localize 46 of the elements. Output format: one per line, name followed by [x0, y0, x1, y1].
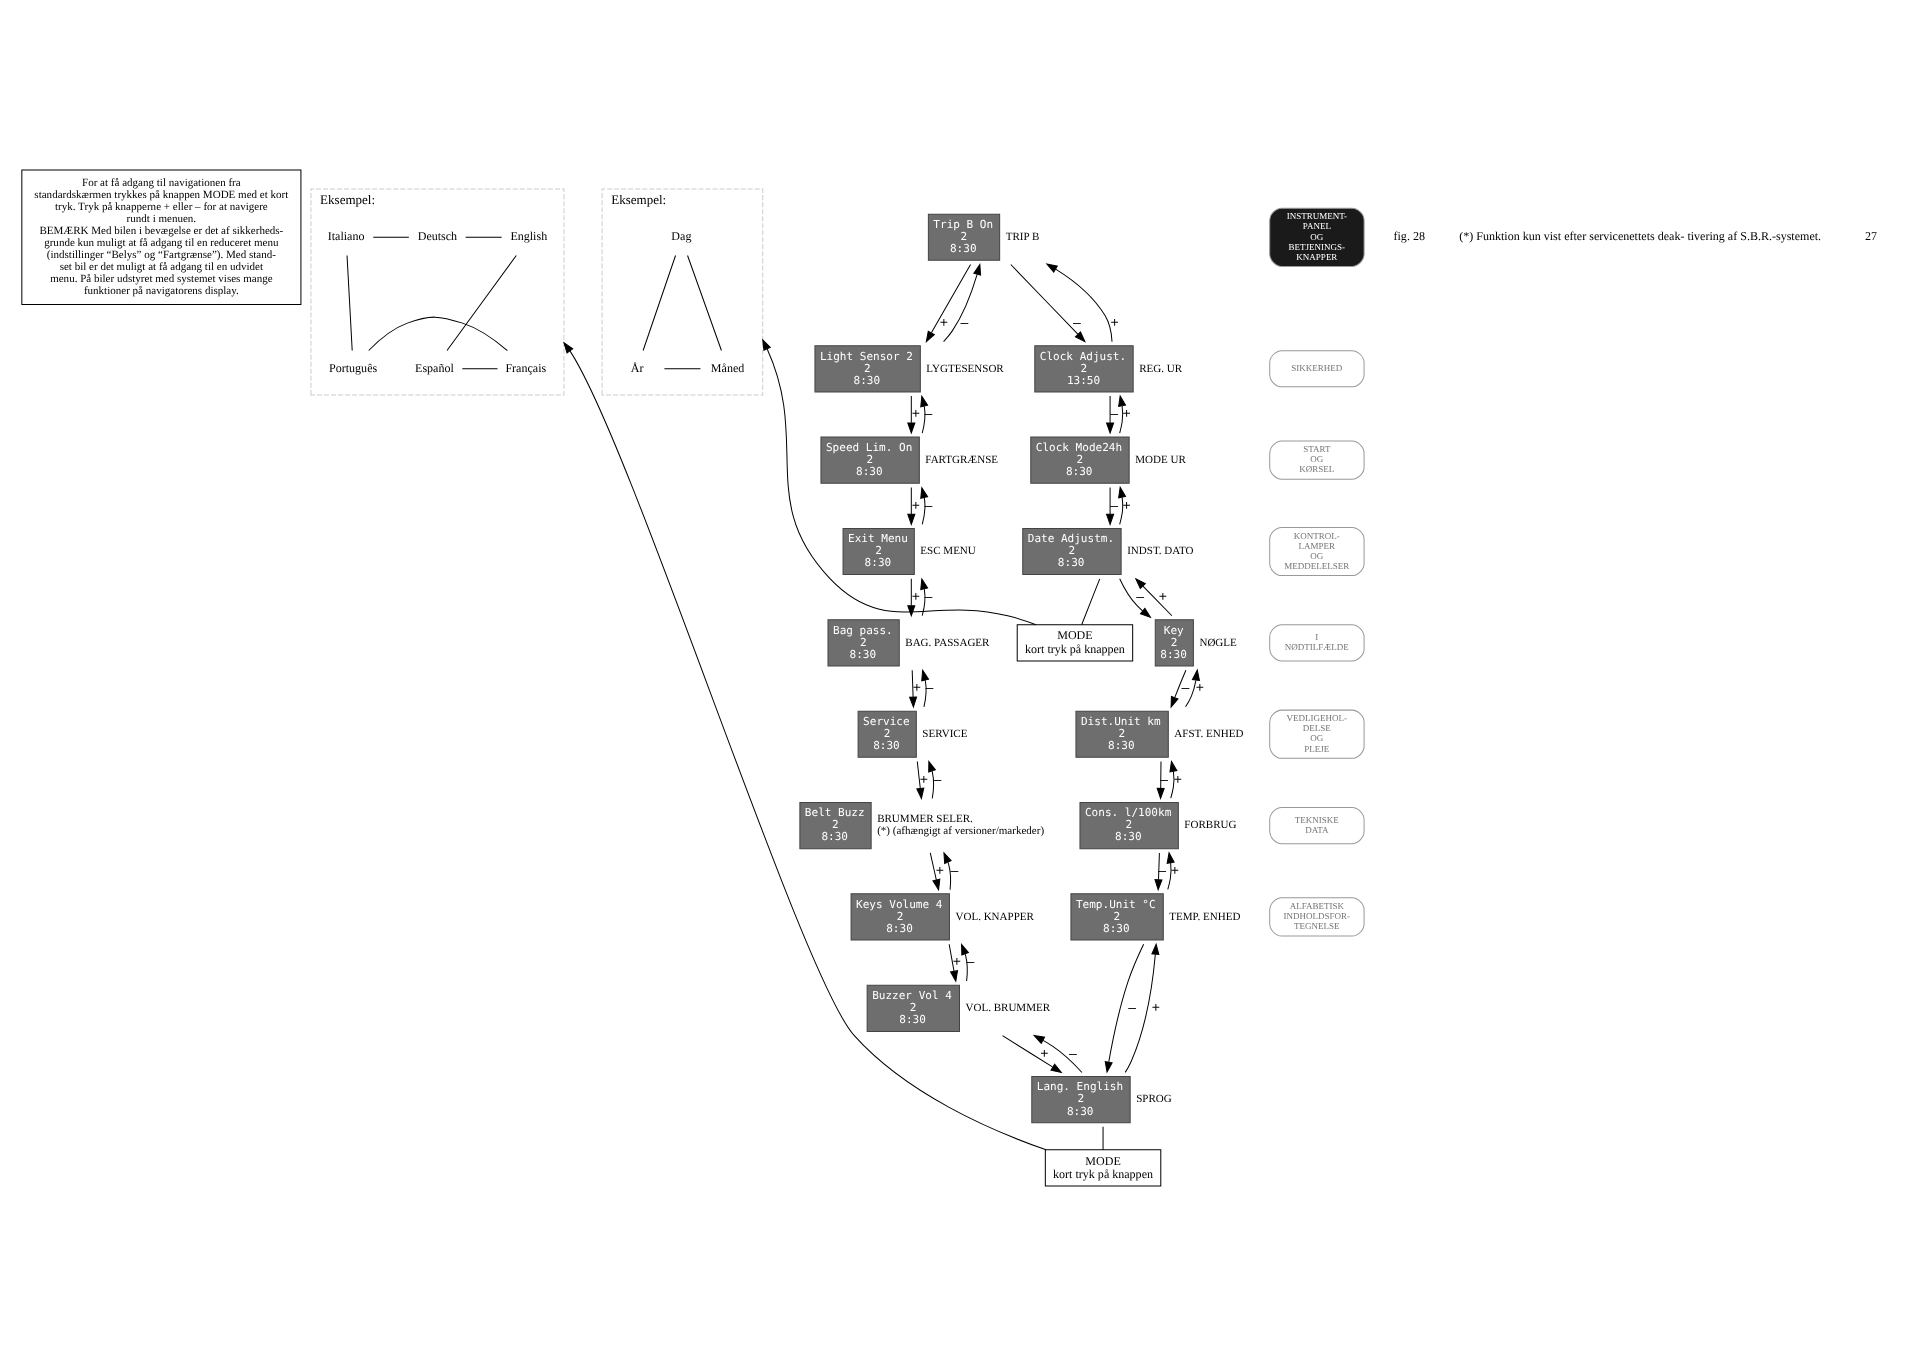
arrow [907, 394, 916, 433]
connector [372, 235, 410, 237]
arrow [1010, 263, 1086, 342]
arrow [1104, 942, 1145, 1072]
arrow [1118, 485, 1127, 524]
arrow [1154, 851, 1163, 890]
arrow [1185, 668, 1200, 707]
connector [663, 367, 701, 369]
arrow [762, 338, 1037, 625]
arrow [961, 942, 969, 981]
arrow [907, 486, 916, 524]
connector [465, 235, 503, 237]
arrow [1119, 577, 1151, 617]
arrow [916, 760, 925, 798]
arrow [948, 942, 958, 981]
arrow [929, 851, 941, 890]
arrow [1124, 942, 1160, 1072]
arrow [943, 851, 952, 890]
arrow [920, 394, 929, 433]
arrow [909, 668, 918, 707]
connector [687, 254, 722, 350]
arrow [1106, 486, 1115, 524]
arrow [1046, 262, 1113, 342]
arrow [907, 577, 916, 616]
arrow [920, 486, 929, 524]
arrow [920, 577, 929, 616]
arrow [1135, 577, 1173, 616]
connector [346, 254, 353, 350]
arrow [1156, 760, 1165, 798]
arrow [1170, 668, 1187, 707]
arrow [921, 668, 930, 707]
connector [461, 367, 498, 369]
connector [642, 254, 677, 350]
arrow [928, 759, 936, 798]
connector [1102, 1125, 1104, 1150]
arrow [925, 263, 972, 342]
arrow [1166, 851, 1175, 889]
arrow [1118, 394, 1127, 433]
arrow [1002, 1034, 1062, 1072]
arrow [1106, 394, 1115, 433]
arrow [943, 263, 982, 342]
arrow [1033, 1034, 1083, 1072]
arrow [1169, 759, 1178, 798]
connector [1081, 577, 1101, 625]
connector [446, 254, 517, 350]
connector [368, 315, 508, 351]
